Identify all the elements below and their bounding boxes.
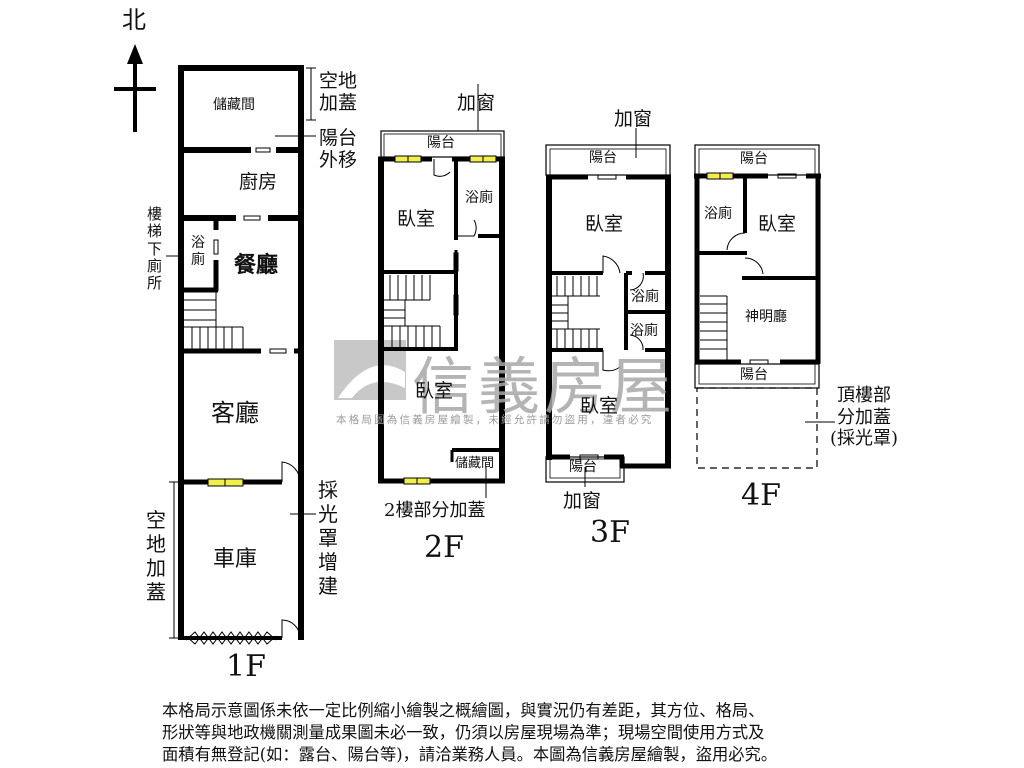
floor-2f-windows <box>394 155 497 485</box>
room-bedroom1-2f: 臥室 <box>397 208 436 230</box>
room-balcony-bottom-4f: 陽台 <box>740 367 768 383</box>
north-arrow-icon <box>114 44 156 132</box>
room-garage-1f: 車庫 <box>213 547 258 572</box>
floor-title-3f: 3F <box>590 515 630 550</box>
room-balcony-top-4f: 陽台 <box>740 151 768 167</box>
room-storage-2f: 儲藏間 <box>455 456 495 471</box>
note-vacant-extension-left: 空地加蓋 <box>146 508 166 604</box>
room-bedroom2-3f: 臥室 <box>580 395 619 417</box>
room-bath-4f: 浴廁 <box>704 206 732 222</box>
room-bedroom1-3f: 臥室 <box>585 213 624 235</box>
note-skylight-extension: 採光罩增建 <box>318 478 338 598</box>
room-balcony-top-3f: 陽台 <box>589 150 617 166</box>
floor-3f-walls <box>545 128 671 487</box>
room-balcony-2f: 陽台 <box>427 135 455 151</box>
room-dining-1f: 餐廳 <box>234 252 279 278</box>
floor-1f-walls <box>166 65 316 645</box>
note-balcony-moved: 陽台外移 <box>319 127 358 172</box>
floor-1f-window <box>207 478 244 487</box>
note-roof-extension: 頂樓部分加蓋(採光罩) <box>830 385 899 450</box>
floor-4f-window <box>706 172 734 180</box>
floor-title-4f: 4F <box>741 478 781 513</box>
watermark-brand: 信義房屋 <box>412 350 677 423</box>
room-living-1f: 客廳 <box>211 399 259 427</box>
note-add-window-3f-top: 加窗 <box>614 108 653 130</box>
note-add-window-2f: 加窗 <box>457 92 496 114</box>
watermark-text: 本格局圖為信義房屋繪製，未經允許請勿盜用，違者必究 <box>336 414 654 426</box>
floor-title-1f: 1F <box>226 649 266 684</box>
floor-title-2f: 2F <box>424 530 464 565</box>
room-bath2-3f: 浴廁 <box>630 323 658 339</box>
note-stair-toilet: 樓梯下廁所 <box>147 205 163 292</box>
disclaimer-text: 本格局示意圖係未依一定比例縮小繪製之概繪圖，與實況仍有差距，其方位、格局、 形狀… <box>162 700 882 766</box>
disclaimer-line-3: 面積有無登記(如：露台、陽台等)，請洽業務人員。本圖為信義房屋繪製，盜用必究。 <box>162 745 778 764</box>
room-bedroom-4f: 臥室 <box>758 213 797 235</box>
room-balcony-bottom-3f: 陽台 <box>569 459 597 475</box>
room-shrine-4f: 神明廳 <box>745 309 787 325</box>
disclaimer-line-2: 形狀等與地政機關測量成果圖未必一致，仍須以房屋現場為準；現場空間使用方式及 <box>162 723 765 742</box>
compass-label: 北 <box>122 6 146 34</box>
room-bath-2f: 浴廁 <box>465 190 493 206</box>
disclaimer-line-1: 本格局示意圖係未依一定比例縮小繪製之概繪圖，與實況仍有差距，其方位、格局、 <box>162 701 765 720</box>
note-add-window-3f-bottom: 加窗 <box>563 490 602 512</box>
note-partial-extension-2f: 2樓部分加蓋 <box>384 500 486 521</box>
room-bedroom2-2f: 臥室 <box>415 380 454 402</box>
room-bath1-3f: 浴廁 <box>631 289 659 305</box>
room-kitchen-1f: 廚房 <box>239 171 278 193</box>
floor-4f-walls <box>694 144 835 469</box>
room-storage-1f: 儲藏間 <box>213 97 255 113</box>
room-bath-1f: 浴廁 <box>191 235 205 268</box>
note-vacant-extension-top: 空地加蓋 <box>319 70 358 115</box>
